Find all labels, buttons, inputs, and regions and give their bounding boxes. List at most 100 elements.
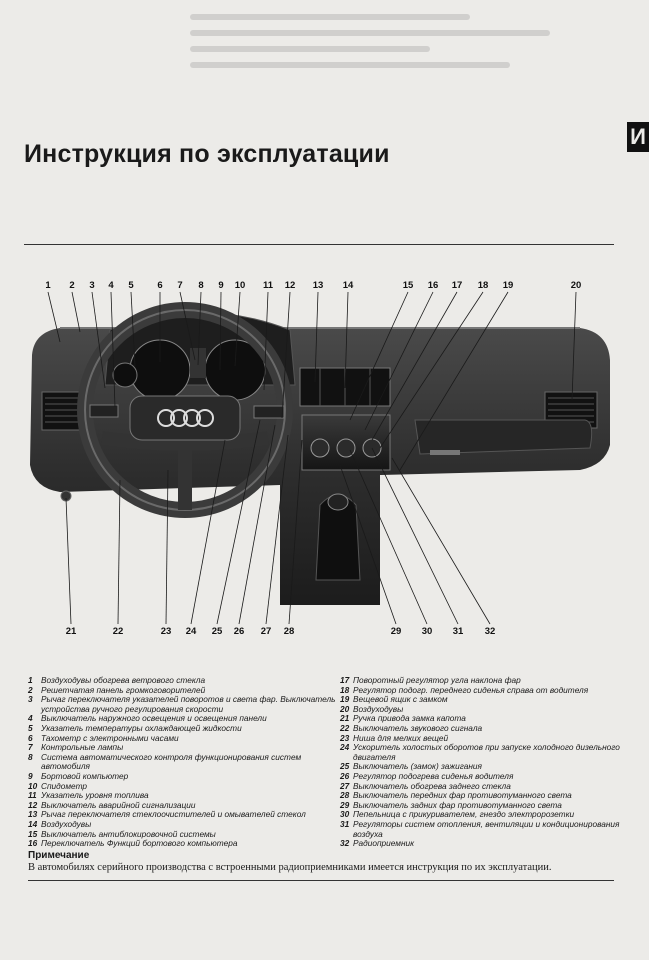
legend-number: 13 — [28, 809, 38, 820]
legend-description: Тахометр с электронными часами — [41, 732, 179, 743]
legend-description: Воздуходувы обогрева ветрового стекла — [41, 675, 206, 685]
legend-number: 14 — [28, 818, 38, 829]
legend-number: 31 — [340, 818, 350, 829]
callout-number-bottom: 24 — [186, 626, 197, 637]
callout-number-top: 19 — [503, 280, 514, 291]
legend-number: 6 — [28, 732, 33, 743]
legend-number: 19 — [340, 694, 350, 705]
callout-number-top: 5 — [128, 280, 134, 291]
legend-number: 26 — [340, 770, 350, 781]
legend-item: 11 Указатель уровня топлива — [28, 791, 338, 801]
legend-number: 17 — [340, 675, 350, 685]
callout-number-top: 13 — [313, 280, 324, 291]
leader-line — [65, 497, 72, 625]
legend-description: Поворотный регулятор угла наклона фар — [353, 675, 521, 685]
callout-number-top: 6 — [157, 280, 162, 291]
callout-number-top: 3 — [89, 280, 94, 291]
legend-description: Выключатель антиблокировочной системы — [41, 828, 216, 839]
leader-line — [571, 291, 577, 401]
legend-item: 1 Воздуходувы обогрева ветрового стекла — [28, 675, 338, 686]
legend-description: Спидометр — [41, 780, 88, 791]
callout-number-top: 11 — [263, 280, 274, 291]
leader-line — [349, 449, 428, 625]
callout-number-bottom: 29 — [391, 626, 402, 637]
leader-line — [71, 291, 81, 333]
legend-description: Решетчатая панель громкоговорителей — [41, 684, 206, 695]
legend-description: Воздуходувы — [353, 703, 404, 714]
legend-description: Ниша для мелких вещей — [353, 732, 449, 743]
legend-item: 9 Бортовой компьютер — [28, 770, 338, 782]
legend-description: Выключатель (замок) зажигания — [353, 761, 482, 772]
title-divider — [24, 244, 614, 245]
callout-number-bottom: 22 — [113, 626, 124, 637]
legend-description: Ручка привода замка капота — [353, 713, 466, 724]
callout-number-top: 16 — [428, 280, 439, 291]
leader-line — [371, 447, 459, 625]
leader-line — [234, 291, 241, 367]
legend-number: 5 — [28, 722, 33, 733]
legend-description: Рычаг переключателя указателей поворотов… — [41, 694, 336, 714]
legend-item: 6 Тахометр с электронными часами — [28, 732, 338, 744]
callout-number-top: 12 — [285, 280, 296, 291]
legend-description: Выключатель передних фар противотуманног… — [353, 790, 572, 801]
callout-number-top: 10 — [235, 280, 246, 291]
callout-number-top: 14 — [343, 280, 354, 291]
legend-description: Выключатель звукового сигнала — [353, 722, 483, 733]
legend-description: Указатель уровня топлива — [41, 790, 149, 801]
legend-number: 10 — [28, 780, 38, 791]
leader-line — [339, 464, 397, 625]
legend-number: 28 — [340, 790, 350, 801]
leader-line — [265, 434, 289, 625]
legend-number: 16 — [28, 838, 38, 849]
leader-line — [219, 291, 222, 371]
callout-number-bottom: 28 — [284, 626, 295, 637]
legend-description: Контрольные лампы — [41, 742, 124, 753]
legend-number: 11 — [28, 790, 37, 801]
leader-line — [117, 479, 121, 625]
legend-number: 27 — [340, 780, 350, 791]
note-text: В автомобилях серийного производства с в… — [28, 862, 552, 873]
callout-number-bottom: 27 — [261, 626, 272, 637]
leader-line — [47, 291, 61, 343]
legend-number: 23 — [340, 732, 350, 743]
legend-description: Регулятор подогр. переднего сиденья спра… — [353, 684, 589, 695]
callout-number-top: 4 — [108, 280, 114, 291]
section-tab-marker: И — [627, 122, 649, 152]
leader-line — [165, 469, 169, 625]
legend-description: Регуляторы систем отопления, вентиляции … — [353, 818, 620, 839]
legend-number: 1 — [28, 675, 33, 685]
leader-line — [130, 291, 136, 367]
callout-number-top: 9 — [218, 280, 223, 291]
legend-number: 9 — [28, 770, 33, 781]
legend-number: 7 — [28, 742, 33, 753]
callout-number-top: 2 — [69, 280, 74, 291]
callout-number-top: 17 — [452, 280, 463, 291]
note-heading: Примечание — [28, 850, 90, 861]
leader-line — [391, 457, 491, 625]
legend-description: Бортовой компьютер — [41, 770, 129, 781]
leader-line — [197, 291, 202, 366]
leader-line — [344, 291, 349, 389]
leader-line — [110, 291, 116, 408]
callout-number-top: 18 — [478, 280, 489, 291]
